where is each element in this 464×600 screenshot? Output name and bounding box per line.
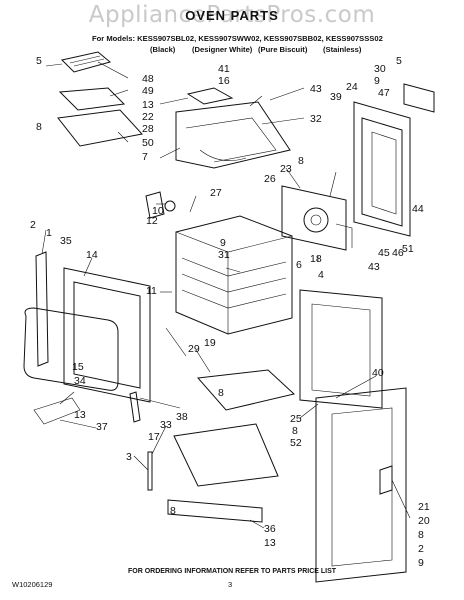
back-panel-part [353, 83, 435, 237]
callout-20: 20 [418, 515, 430, 527]
callout-6: 6 [296, 259, 302, 271]
callout-50: 50 [142, 137, 154, 149]
variant-stainless: (Stainless) [323, 45, 362, 54]
callout-47: 47 [378, 87, 390, 99]
models-line: For Models: KESS907SBL02, KESS907SWW02, … [92, 34, 383, 43]
ordering-footnote: FOR ORDERING INFORMATION REFER TO PARTS … [127, 568, 337, 575]
callout-8-b: 8 [298, 155, 304, 167]
callout-35: 35 [60, 235, 72, 247]
page-number: 3 [228, 580, 233, 589]
callout-51: 51 [402, 243, 414, 255]
brace-part [33, 397, 81, 425]
convection-fan-part [281, 185, 353, 251]
callout-38: 38 [176, 411, 188, 423]
callout-48: 48 [142, 73, 154, 85]
callout-26: 26 [264, 173, 276, 185]
callout-9-b: 9 [220, 237, 226, 249]
callout-2-a: 2 [30, 219, 36, 231]
callout-27: 27 [210, 187, 222, 199]
callout-45: 45 [378, 247, 390, 259]
callout-8-c: 8 [218, 387, 224, 399]
callout-28: 28 [142, 123, 154, 135]
callout-2-b: 2 [418, 543, 424, 555]
callout-13-a: 13 [142, 99, 154, 111]
hinge-part [129, 391, 141, 423]
callout-37: 37 [96, 421, 108, 433]
callout-3: 3 [126, 451, 132, 463]
callout-52: 52 [290, 437, 302, 449]
oven-top-frame-part [175, 87, 291, 169]
callout-17: 17 [148, 431, 160, 443]
callout-40: 40 [372, 367, 384, 379]
watermark: AppliancePartsPros.com [88, 2, 376, 28]
callout-18: 18 [310, 253, 322, 265]
door-inner-panel-part [299, 289, 383, 409]
callout-46: 46 [392, 247, 404, 259]
callout-8-e: 8 [170, 505, 176, 517]
callout-25: 25 [290, 413, 302, 425]
callout-labels: 5 48 49 8 50 41 16 13 22 28 7 43 32 5 30… [30, 55, 430, 569]
insulation-part [57, 109, 143, 147]
bottom-panel-part [196, 369, 296, 411]
callout-23: 23 [280, 163, 292, 175]
callout-36: 36 [264, 523, 276, 535]
callout-5-a: 5 [36, 55, 42, 67]
callout-16: 16 [218, 75, 230, 87]
top-bracket-part [61, 51, 112, 73]
callout-12: 12 [146, 215, 158, 227]
callout-13-b: 13 [74, 409, 86, 421]
oven-door-part [315, 387, 407, 583]
drawer-liner-part [173, 423, 279, 487]
drawer-front-part [167, 499, 263, 523]
callout-43-a: 43 [310, 83, 322, 95]
oven-cavity-part [145, 191, 293, 335]
callout-10: 10 [152, 205, 164, 217]
callout-19: 19 [204, 337, 216, 349]
callout-7: 7 [142, 151, 148, 163]
door-frame-part [23, 251, 151, 403]
callout-8-d: 8 [292, 425, 298, 437]
callout-8-a: 8 [36, 121, 42, 133]
callout-1: 1 [46, 227, 52, 239]
callout-49: 49 [142, 85, 154, 97]
callout-33: 33 [160, 419, 172, 431]
document-number: W10206129 [12, 580, 53, 589]
callout-5-b: 5 [396, 55, 402, 67]
callout-43-b: 43 [368, 261, 380, 273]
callout-21: 21 [418, 501, 430, 513]
callout-9-c: 9 [418, 557, 424, 569]
callout-39: 39 [330, 91, 342, 103]
callout-14: 14 [86, 249, 98, 261]
callout-11: 11 [146, 285, 157, 297]
callout-34: 34 [74, 375, 86, 387]
callout-8-f: 8 [418, 529, 424, 541]
callout-4-a: 4 [318, 269, 324, 281]
callout-31: 31 [218, 249, 230, 261]
variant-pure-biscuit: (Pure Biscuit) [258, 45, 308, 54]
callout-30: 30 [374, 63, 386, 75]
callout-24: 24 [346, 81, 358, 93]
callout-22: 22 [142, 111, 154, 123]
callout-9-a: 9 [374, 75, 380, 87]
leader-lines [41, 61, 411, 529]
glide-rail-part [147, 451, 153, 491]
callout-32: 32 [310, 113, 322, 125]
shield-plate-part [58, 87, 126, 111]
variant-designer-white: (Designer White) [192, 45, 253, 54]
page-title: OVEN PARTS [185, 8, 279, 23]
callout-15: 15 [72, 361, 84, 373]
callout-44: 44 [412, 203, 424, 215]
variant-black: (Black) [150, 45, 176, 54]
callout-29: 29 [188, 343, 200, 355]
callout-13-c: 13 [264, 537, 276, 549]
callout-41: 41 [218, 63, 230, 75]
